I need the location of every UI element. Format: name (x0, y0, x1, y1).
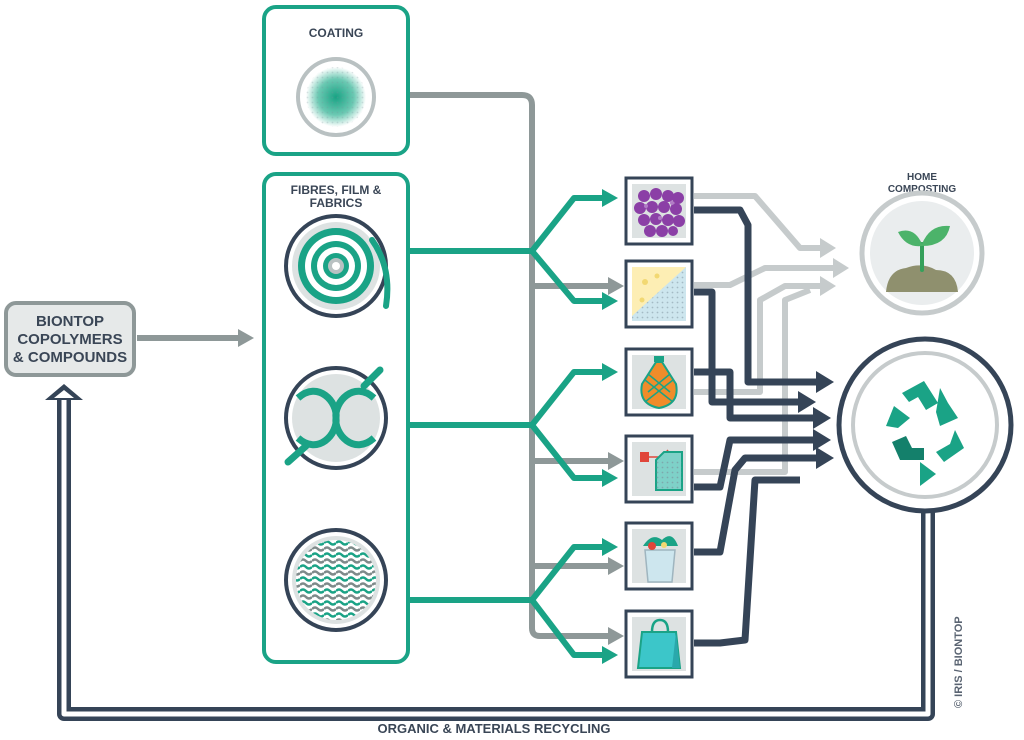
home-composting-arrowheads (820, 238, 849, 296)
return-arrowhead (45, 384, 83, 400)
fibres-box: FIBRES, FILM & FABRICS (262, 172, 410, 664)
credit-text: © IRIS / BIONTOP (953, 616, 965, 708)
coating-label: COATING (309, 26, 363, 40)
coating-box: COATING (262, 5, 410, 156)
recycling-paths (694, 206, 818, 647)
woven-fabric-icon (284, 528, 388, 632)
home-composting-paths (694, 193, 835, 475)
source-label-line2: COPOLYMERS (17, 331, 122, 348)
coating-trunk (380, 92, 612, 639)
tea-bag-product-icon (624, 434, 694, 504)
source-box: BIONTOP COPOLYMERS & COMPOUNDS (4, 301, 136, 377)
film-knot-icon (284, 366, 388, 470)
source-arrow (137, 329, 254, 347)
fibres-label-line2: FABRICS (310, 196, 363, 210)
home-label-line1: HOME (907, 172, 937, 183)
recycling-arrowheads (798, 371, 834, 469)
fruit-product-icon (624, 176, 694, 246)
coating-arrowheads (608, 277, 624, 645)
recycling-loop-label: ORGANIC & MATERIALS RECYCLING (377, 721, 610, 736)
home-label-line2: COMPOSTING (888, 184, 957, 195)
fibre-spool-icon (284, 214, 391, 318)
wrap-product-icon (624, 521, 694, 591)
teal-arrowheads (602, 189, 618, 664)
fibres-label-line1: FIBRES, FILM & (291, 183, 382, 197)
cheese-product-icon (624, 259, 694, 329)
source-label-line1: BIONTOP (36, 313, 104, 330)
sprout-icon (886, 225, 958, 292)
home-composting: HOME COMPOSTING (859, 172, 985, 316)
recycling (836, 336, 1014, 514)
source-label-line3: & COMPOUNDS (13, 349, 127, 366)
net-bag-product-icon (624, 347, 694, 417)
recycle-icon (886, 381, 964, 486)
shopping-bag-product-icon (624, 609, 694, 679)
return-loop (57, 398, 935, 721)
teal-branches (377, 195, 607, 658)
